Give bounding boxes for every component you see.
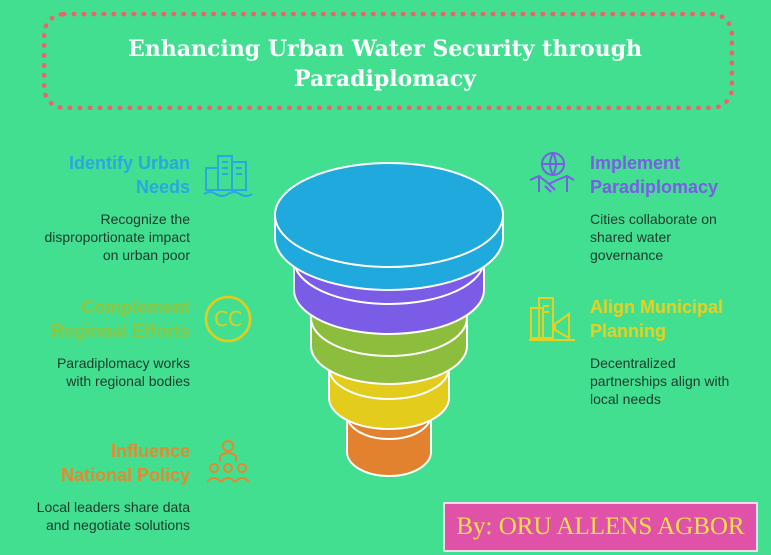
page-title: Enhancing Urban Water Security through P…: [60, 34, 710, 94]
implement-paradiplomacy-desc: Cities collaborate on shared water gover…: [590, 210, 765, 264]
desc-line: with regional bodies: [66, 373, 190, 389]
desc-line: disproportionate impact: [44, 229, 190, 245]
complement-regional-efforts-heading: Complement Regional Efforts: [10, 295, 190, 343]
megaphone-building-icon: [529, 297, 575, 341]
heading-line: National Policy: [60, 465, 190, 485]
author-credit: By: ORU ALLENS AGBOR: [443, 502, 758, 552]
desc-line: shared water: [590, 229, 671, 245]
city-buildings-icon: [203, 155, 253, 197]
title-frame: [42, 12, 734, 110]
heading-line: Implement: [590, 153, 681, 173]
heading-line: Align Municipal: [590, 297, 723, 317]
heading-line: Identify Urban: [68, 153, 190, 173]
desc-line: Recognize the: [100, 211, 190, 227]
heading-line: Complement: [80, 297, 190, 317]
funnel-layer-1: [274, 162, 504, 291]
desc-line: governance: [590, 247, 664, 263]
heading-line: Influence: [110, 441, 190, 461]
funnel-diagram: [274, 162, 504, 477]
heading-line: Paradiplomacy: [590, 177, 719, 197]
complement-regional-efforts-desc: Paradiplomacy works with regional bodies: [10, 354, 190, 390]
title-line-1: Enhancing Urban Water Security through: [128, 36, 642, 62]
influence-national-policy-desc: Local leaders share data and negotiate s…: [10, 498, 190, 534]
people-group-icon: [206, 440, 250, 483]
align-municipal-planning-desc: Decentralized partnerships align with lo…: [590, 354, 765, 408]
identify-urban-needs-heading: Identify Urban Needs: [20, 151, 190, 199]
title-line-2: Paradiplomacy: [294, 66, 476, 92]
cc-circle-icon: CC: [204, 295, 252, 343]
desc-line: Local leaders share data: [36, 499, 190, 515]
align-municipal-planning-heading: Align Municipal Planning: [590, 295, 765, 343]
desc-line: local needs: [590, 391, 661, 407]
implement-paradiplomacy-heading: Implement Paradiplomacy: [590, 151, 760, 199]
influence-national-policy-heading: Influence National Policy: [10, 439, 190, 487]
desc-line: and negotiate solutions: [46, 517, 190, 533]
svg-text:CC: CC: [214, 307, 242, 331]
heading-line: Regional Efforts: [50, 321, 190, 341]
handshake-globe-icon: [529, 152, 575, 193]
desc-line: on urban poor: [102, 247, 190, 263]
heading-line: Planning: [590, 321, 666, 341]
desc-line: Decentralized: [590, 355, 676, 371]
desc-line: Cities collaborate on: [590, 211, 717, 227]
desc-line: Paradiplomacy works: [56, 355, 190, 371]
identify-urban-needs-desc: Recognize the disproportionate impact on…: [10, 210, 190, 264]
heading-line: Needs: [135, 177, 190, 197]
desc-line: partnerships align with: [590, 373, 730, 389]
